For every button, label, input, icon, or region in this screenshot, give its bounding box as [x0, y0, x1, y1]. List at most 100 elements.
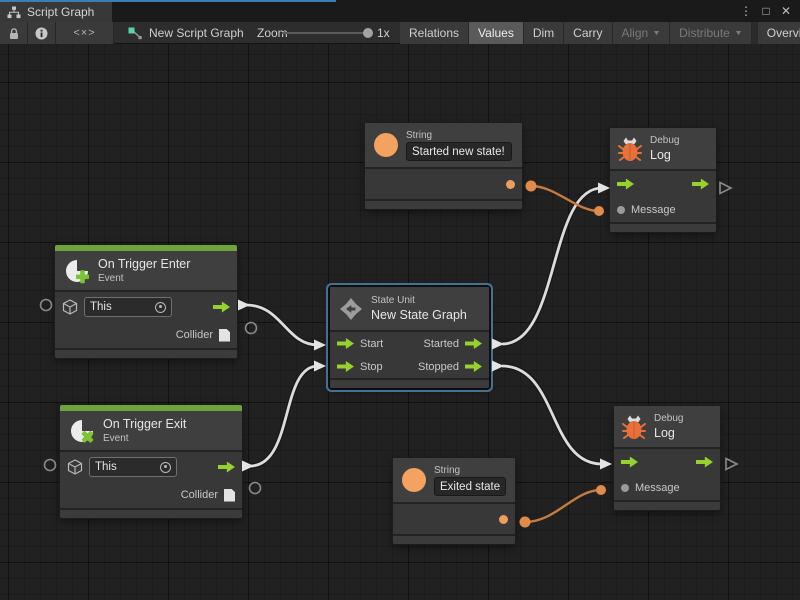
node-debug-log-bottom[interactable]: Debug Log Message	[614, 406, 720, 510]
external-port-circle	[244, 321, 258, 335]
port-label: Collider	[180, 489, 218, 501]
graph-name: New Script Graph	[149, 26, 244, 40]
bug-icon	[618, 137, 642, 161]
flow-output-port[interactable]	[692, 178, 709, 190]
graph-breadcrumb[interactable]: New Script Graph	[128, 22, 244, 44]
flow-output-port[interactable]	[218, 461, 235, 473]
bug-icon	[622, 415, 646, 439]
external-port-circle	[248, 481, 262, 495]
node-namespace-label: Debug	[654, 413, 684, 424]
node-subtitle: Event	[103, 433, 129, 444]
string-value-input[interactable]	[406, 142, 512, 161]
object-picker-icon[interactable]	[155, 301, 166, 313]
toggle-relations[interactable]: Relations	[400, 22, 470, 44]
code-preview-button[interactable]: <×>	[56, 22, 114, 44]
toggle-dim[interactable]: Dim	[523, 22, 565, 44]
lock-icon	[9, 27, 18, 39]
event-exit-icon	[71, 419, 94, 443]
node-string-top[interactable]: String	[365, 123, 522, 209]
node-title: On Trigger Exit	[103, 417, 187, 431]
overview-button[interactable]: Overview	[757, 22, 800, 44]
zoom-label: Zoom	[257, 26, 288, 40]
info-button[interactable]	[28, 22, 56, 44]
flow-input-port[interactable]	[621, 456, 638, 468]
toggle-values[interactable]: Values	[469, 22, 524, 44]
port-label: Stop	[360, 360, 383, 373]
wire-exit-to-stop	[249, 364, 319, 468]
gameobject-cube-icon	[67, 459, 83, 475]
node-title: On Trigger Enter	[98, 257, 191, 271]
lock-button[interactable]	[0, 22, 28, 44]
node-namespace-label: Debug	[650, 135, 680, 146]
event-color-band	[55, 245, 237, 251]
port-label: Start	[360, 337, 384, 350]
zoom-slider-handle[interactable]	[363, 28, 373, 38]
started-output-port[interactable]	[465, 338, 482, 349]
node-namespace-label: State Unit	[371, 295, 415, 306]
align-dropdown: Align ▼	[612, 22, 671, 44]
graph-toolbar: <×> New Script Graph Zoom 1x Relations V…	[0, 22, 800, 44]
tab-bar: Script Graph ⋮ □ ✕	[0, 0, 800, 22]
port-label: Message	[631, 203, 676, 216]
target-object-field[interactable]: This	[84, 297, 172, 317]
node-debug-log-top[interactable]: Debug Log Message	[610, 128, 716, 232]
flow-output-port[interactable]	[696, 456, 713, 468]
target-object-field[interactable]: This	[89, 457, 177, 477]
message-input-port[interactable]	[621, 483, 629, 492]
wire-started-to-log	[501, 186, 603, 346]
node-on-trigger-enter[interactable]: On Trigger Enter Event This Collider	[55, 245, 237, 358]
chevron-down-icon: ▼	[733, 29, 743, 37]
distribute-dropdown: Distribute ▼	[670, 22, 752, 44]
external-port-circle	[43, 458, 57, 472]
stop-input-port[interactable]	[337, 361, 354, 372]
window-menu-icon[interactable]: ⋮	[740, 4, 752, 18]
window-maximize-icon[interactable]: □	[762, 4, 770, 18]
node-footer	[614, 502, 720, 510]
flow-input-port[interactable]	[617, 178, 634, 190]
port-label: Stopped	[418, 360, 459, 373]
port-label: Message	[635, 481, 680, 494]
object-picker-icon[interactable]	[160, 461, 171, 473]
string-output-port[interactable]	[506, 179, 515, 189]
tab-title: Script Graph	[27, 5, 95, 19]
node-on-trigger-exit[interactable]: On Trigger Exit Event This Collider	[60, 405, 242, 518]
start-input-port[interactable]	[337, 338, 354, 349]
event-color-band	[60, 405, 242, 411]
port-label: Started	[423, 337, 459, 350]
node-footer	[365, 201, 522, 209]
string-output-port[interactable]	[499, 514, 508, 524]
active-tab-accent	[0, 0, 336, 2]
stopped-output-port[interactable]	[465, 361, 482, 372]
window-close-icon[interactable]: ✕	[780, 4, 792, 18]
toolbar-divider	[751, 22, 758, 44]
collider-type-icon	[224, 488, 235, 502]
chevron-down-icon: ▼	[652, 29, 662, 37]
node-footer	[393, 536, 515, 544]
external-port-triangle	[725, 457, 739, 471]
string-value-input[interactable]	[434, 477, 506, 496]
event-enter-icon	[66, 259, 89, 283]
node-title: Log	[650, 148, 671, 162]
node-subtitle: Event	[98, 273, 124, 284]
wire-string-to-message-bottom	[524, 488, 602, 524]
info-icon	[35, 27, 48, 39]
node-type-label: String	[434, 465, 461, 476]
wire-enter-to-start	[245, 303, 319, 347]
message-input-port[interactable]	[617, 205, 625, 214]
toggle-carry[interactable]: Carry	[564, 22, 613, 44]
node-footer	[60, 510, 242, 518]
code-brackets-icon: <×>	[73, 27, 96, 39]
flow-output-port[interactable]	[213, 301, 230, 313]
node-title: Log	[654, 426, 675, 440]
zoom-slider[interactable]	[282, 28, 373, 38]
node-state-unit[interactable]: State Unit New State Graph Start Started…	[330, 287, 489, 388]
external-port-circle	[39, 298, 53, 312]
graph-hierarchy-icon	[7, 6, 21, 18]
graph-canvas[interactable]: String Debug Log	[0, 44, 800, 600]
node-string-bottom[interactable]: String	[393, 458, 515, 544]
node-type-label: String	[406, 130, 433, 141]
tab-script-graph[interactable]: Script Graph	[0, 0, 112, 22]
wire-stopped-to-log	[501, 364, 603, 466]
external-port-triangle	[719, 181, 733, 195]
string-literal-icon	[402, 468, 426, 492]
